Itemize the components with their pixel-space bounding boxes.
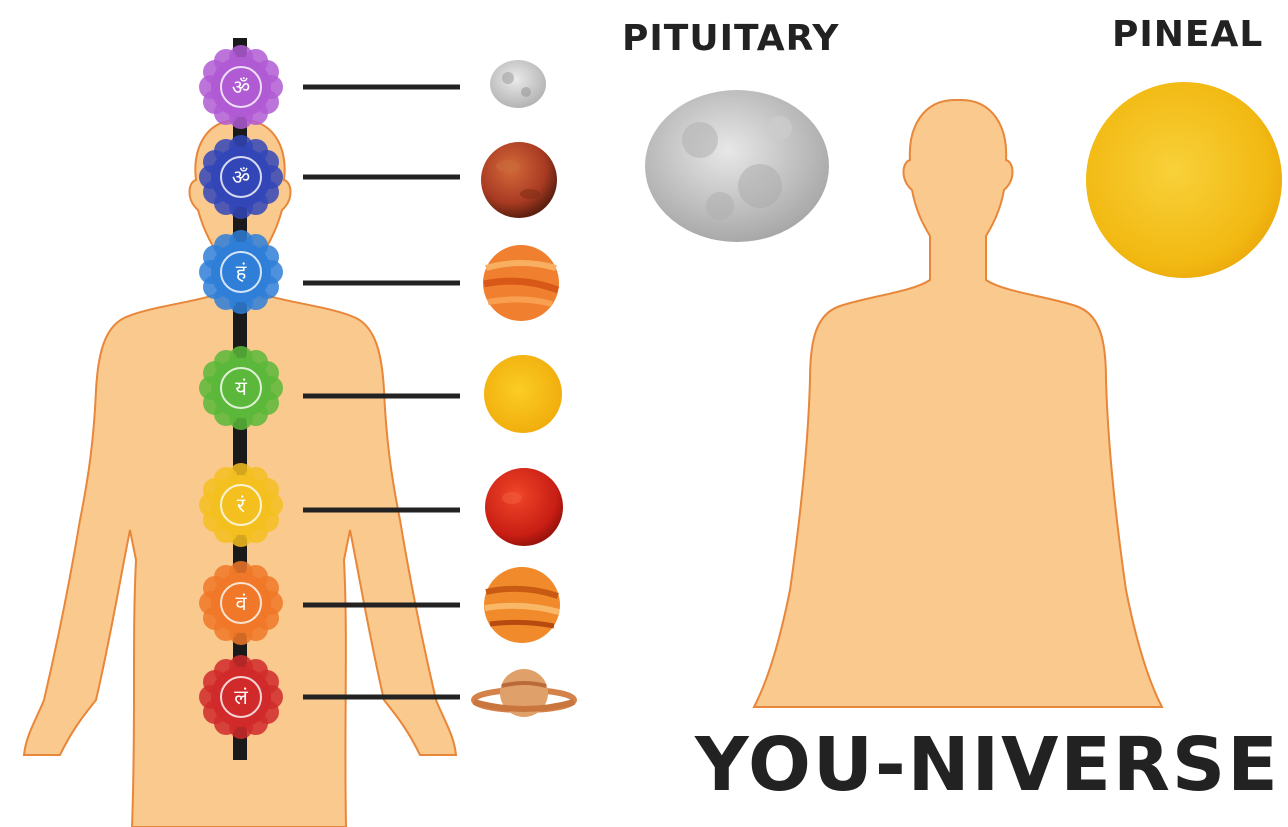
crown-chakra-icon: ॐ [199,45,283,129]
moon-icon [490,60,546,108]
throat-chakra-symbol: हं [236,260,247,284]
red-planet-icon [485,468,563,546]
page-title: YOU-NIVERSE [695,722,1280,808]
sun-icon [484,355,562,433]
saturn-icon [474,669,574,717]
jupiter-icon [483,245,559,321]
third-eye-chakra-symbol: ॐ [232,165,250,189]
planet-column [474,60,574,717]
sacral-chakra-symbol: वं [235,591,247,615]
orange-planet-icon [484,567,560,643]
sun-icon [1086,82,1282,278]
heart-chakra-symbol: यं [235,376,247,400]
pituitary-label: PITUITARY [622,18,839,59]
solar-plexus-chakra-symbol: रं [237,493,246,517]
pineal-label: PINEAL [1112,14,1263,55]
root-chakra-symbol: लं [234,685,248,709]
mars-icon [481,142,557,218]
crown-chakra-symbol: ॐ [232,75,250,99]
moon-icon [645,90,829,242]
